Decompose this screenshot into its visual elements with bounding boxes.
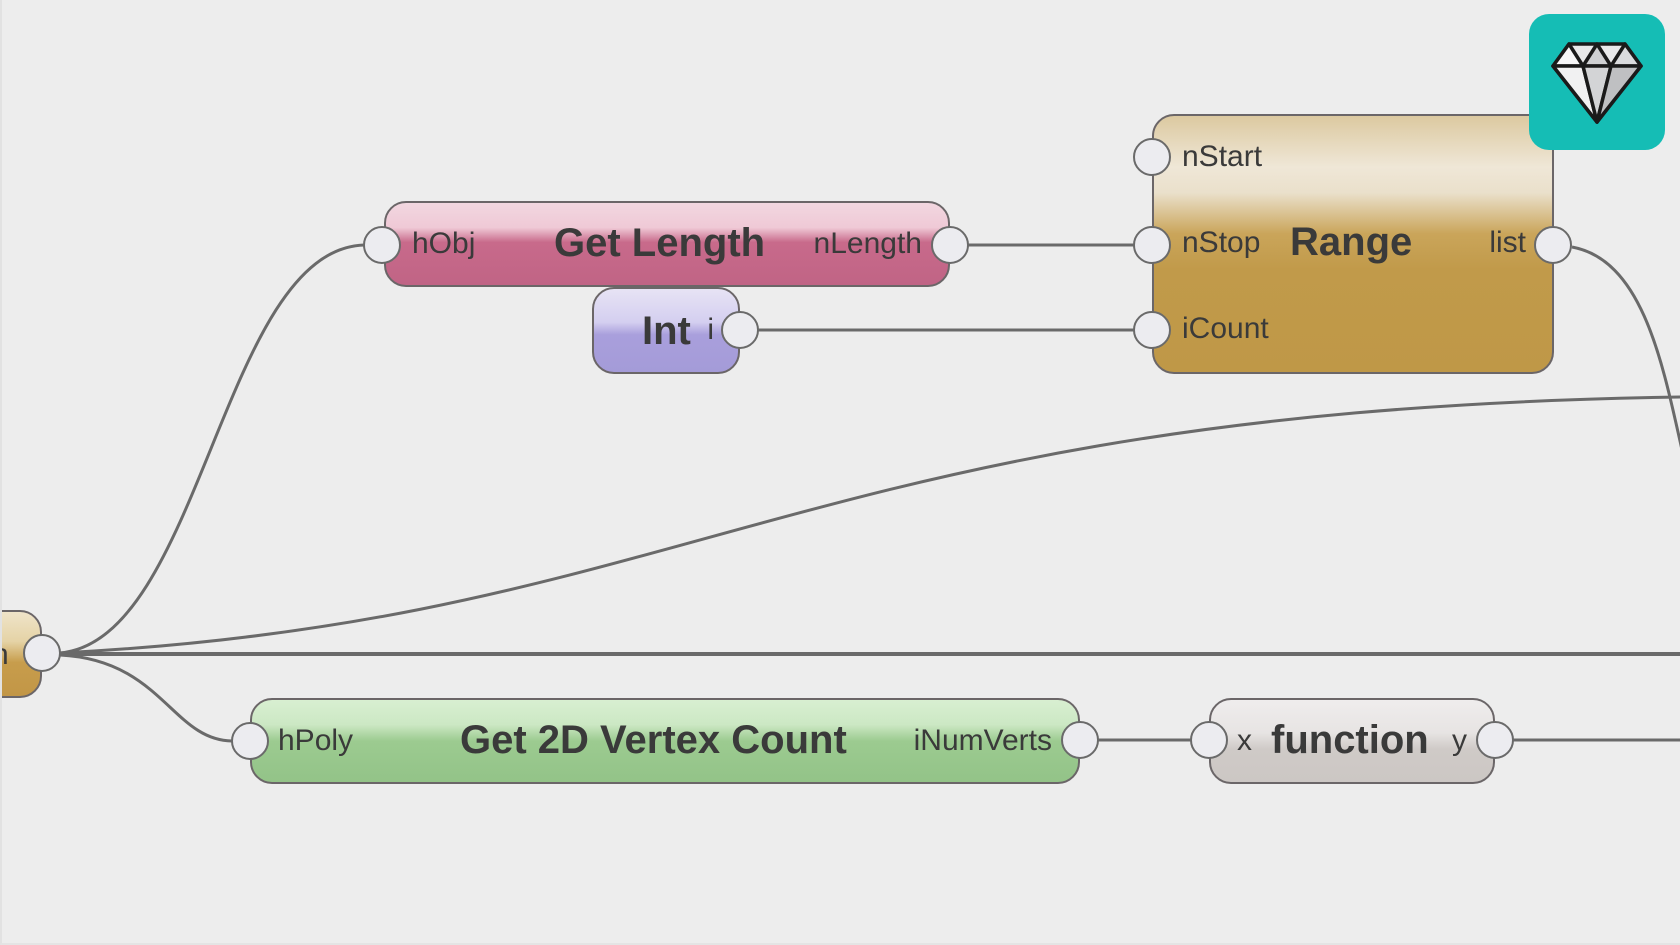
function-input-port[interactable] xyxy=(1190,721,1228,759)
port-label-icount: iCount xyxy=(1182,312,1269,345)
function-node[interactable]: x function y xyxy=(1209,698,1495,784)
int-title: Int xyxy=(642,309,691,353)
range-icount-port[interactable] xyxy=(1133,311,1171,349)
diamond-icon xyxy=(1551,42,1643,124)
function-output-port[interactable] xyxy=(1476,721,1514,759)
port-label-nlength: nLength xyxy=(813,227,922,260)
wire-source-to-hpoly[interactable] xyxy=(59,653,233,743)
port-label-x: x xyxy=(1237,724,1252,757)
port-label-y: y xyxy=(1452,724,1467,757)
port-label-inumverts: iNumVerts xyxy=(913,724,1052,757)
wire-list-to-right[interactable] xyxy=(1571,245,1680,450)
port-label-hpoly: hPoly xyxy=(278,724,354,757)
premium-badge[interactable] xyxy=(1529,14,1665,150)
get-2d-vertex-count-node[interactable]: hPoly Get 2D Vertex Count iNumVerts xyxy=(250,698,1080,784)
int-output-port[interactable] xyxy=(721,311,759,349)
range-nstart-port[interactable] xyxy=(1133,138,1171,176)
port-label-i: i xyxy=(707,313,714,346)
vertex-count-output-port[interactable] xyxy=(1061,721,1099,759)
get-length-output-port[interactable] xyxy=(931,226,969,264)
source-node-label: n xyxy=(2,638,9,672)
port-label-hobj: hObj xyxy=(412,227,476,260)
get-length-node[interactable]: hObj Get Length nLength xyxy=(384,201,950,287)
int-node[interactable]: Int i xyxy=(592,287,740,374)
range-node[interactable]: nStart nStop Range iCount list xyxy=(1152,114,1554,374)
port-label-nstart: nStart xyxy=(1182,140,1263,173)
range-title: Range xyxy=(1290,220,1413,264)
get-length-input-port[interactable] xyxy=(363,226,401,264)
get-length-title: Get Length xyxy=(554,221,766,265)
vertex-count-input-port[interactable] xyxy=(231,722,269,760)
range-list-port[interactable] xyxy=(1534,226,1572,264)
vertex-count-title: Get 2D Vertex Count xyxy=(460,718,847,762)
port-label-list: list xyxy=(1489,226,1526,259)
wire-source-to-hobj[interactable] xyxy=(59,243,365,655)
function-title: function xyxy=(1271,718,1429,762)
source-output-port[interactable] xyxy=(23,634,61,672)
wire-source-to-right-upper[interactable] xyxy=(59,395,1680,655)
range-nstop-port[interactable] xyxy=(1133,226,1171,264)
port-label-nstop: nStop xyxy=(1182,226,1261,259)
